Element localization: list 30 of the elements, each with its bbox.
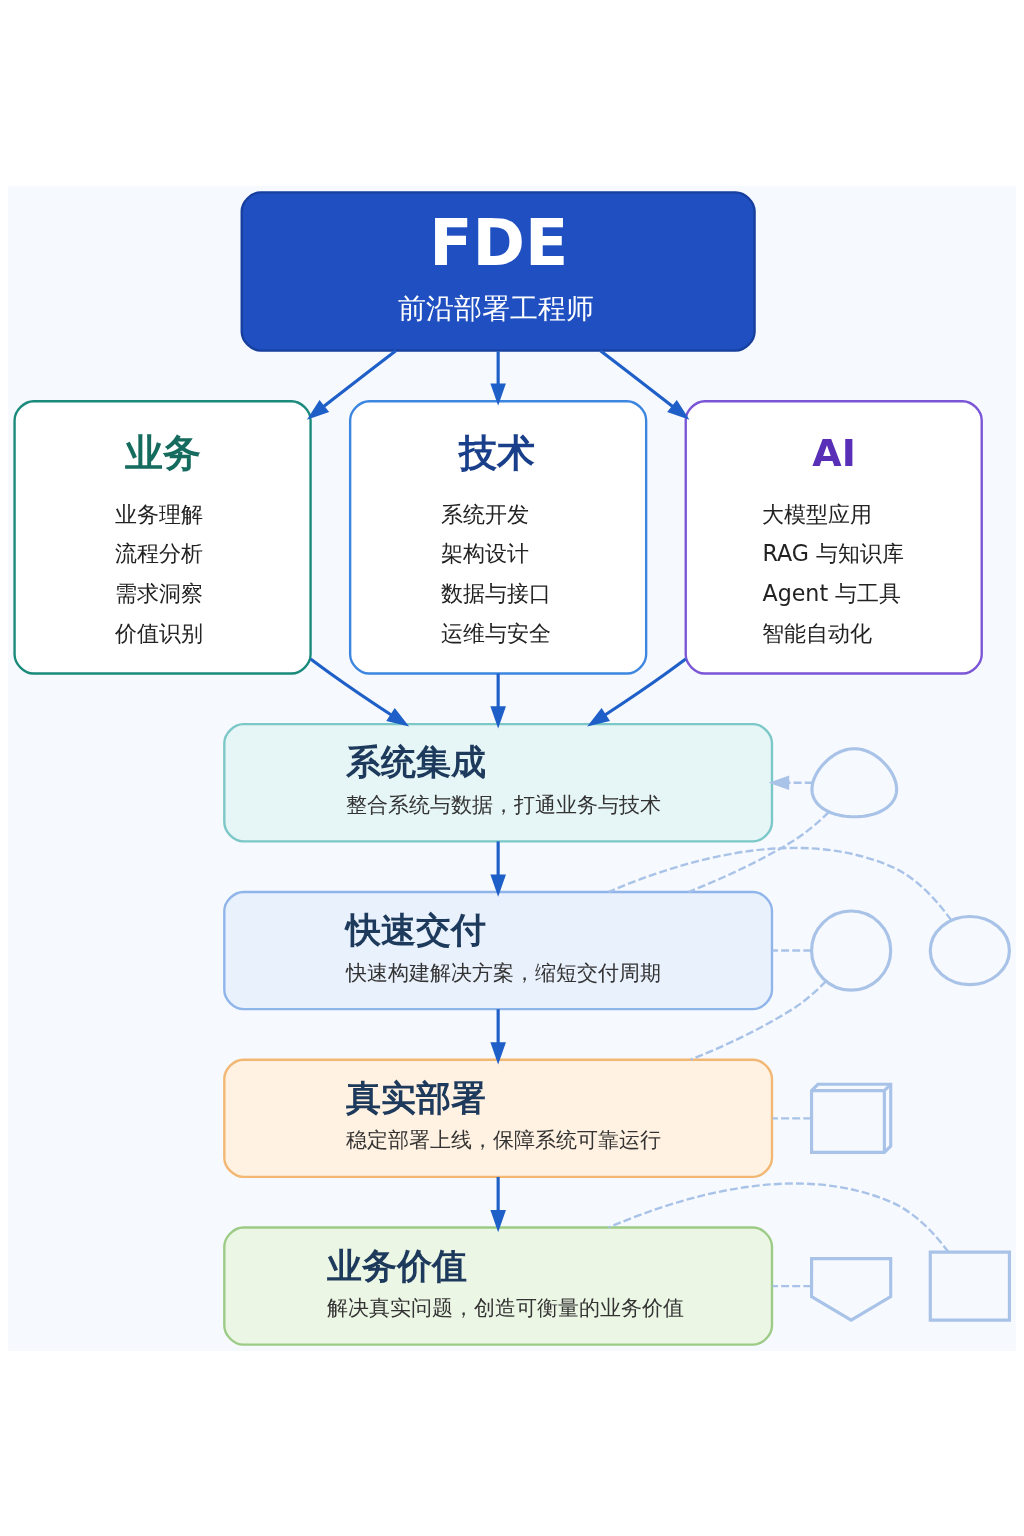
node-globe [809, 908, 893, 992]
node-box: 快速交付 快速构建解决方案，缩短交付周期 [223, 890, 774, 1010]
node-box: AI 大模型应用 RAG 与知识库 Agent 与工具 智能自动化 [684, 399, 983, 675]
connector [772, 948, 812, 952]
connector [608, 846, 952, 921]
connector [690, 980, 827, 1061]
node-shield [809, 1256, 893, 1322]
node-cloud [928, 914, 1011, 986]
arrow [490, 1176, 506, 1232]
arrow [490, 673, 506, 729]
connector [772, 1284, 812, 1287]
arrow [490, 840, 506, 897]
arrow [309, 657, 410, 727]
node-box: 真实部署 稳定部署上线，保障系统可靠运行 [223, 1058, 774, 1178]
node-box: 系统集成 整合系统与数据，打通业务与技术 [223, 722, 774, 842]
node-box: 业务价值 解决真实问题，创造可衡量的业务价值 [223, 1225, 774, 1346]
arrow [587, 657, 687, 727]
connector [608, 1181, 950, 1252]
node-box: FDE 前沿部署工程师 [240, 190, 756, 352]
arrow [490, 1008, 506, 1064]
node-chart [928, 1250, 1011, 1322]
connector [772, 1116, 812, 1119]
arrow [306, 348, 397, 420]
arrow [768, 775, 813, 790]
arrow [599, 348, 690, 420]
connector [688, 811, 830, 893]
node-box: 业务 业务理解 流程分析 需求洞察 价值识别 [13, 399, 312, 675]
node-box: 技术 系统开发 架构设计 数据与接口 运维与安全 [348, 399, 648, 675]
arrow [490, 350, 506, 406]
node-person [810, 746, 899, 818]
